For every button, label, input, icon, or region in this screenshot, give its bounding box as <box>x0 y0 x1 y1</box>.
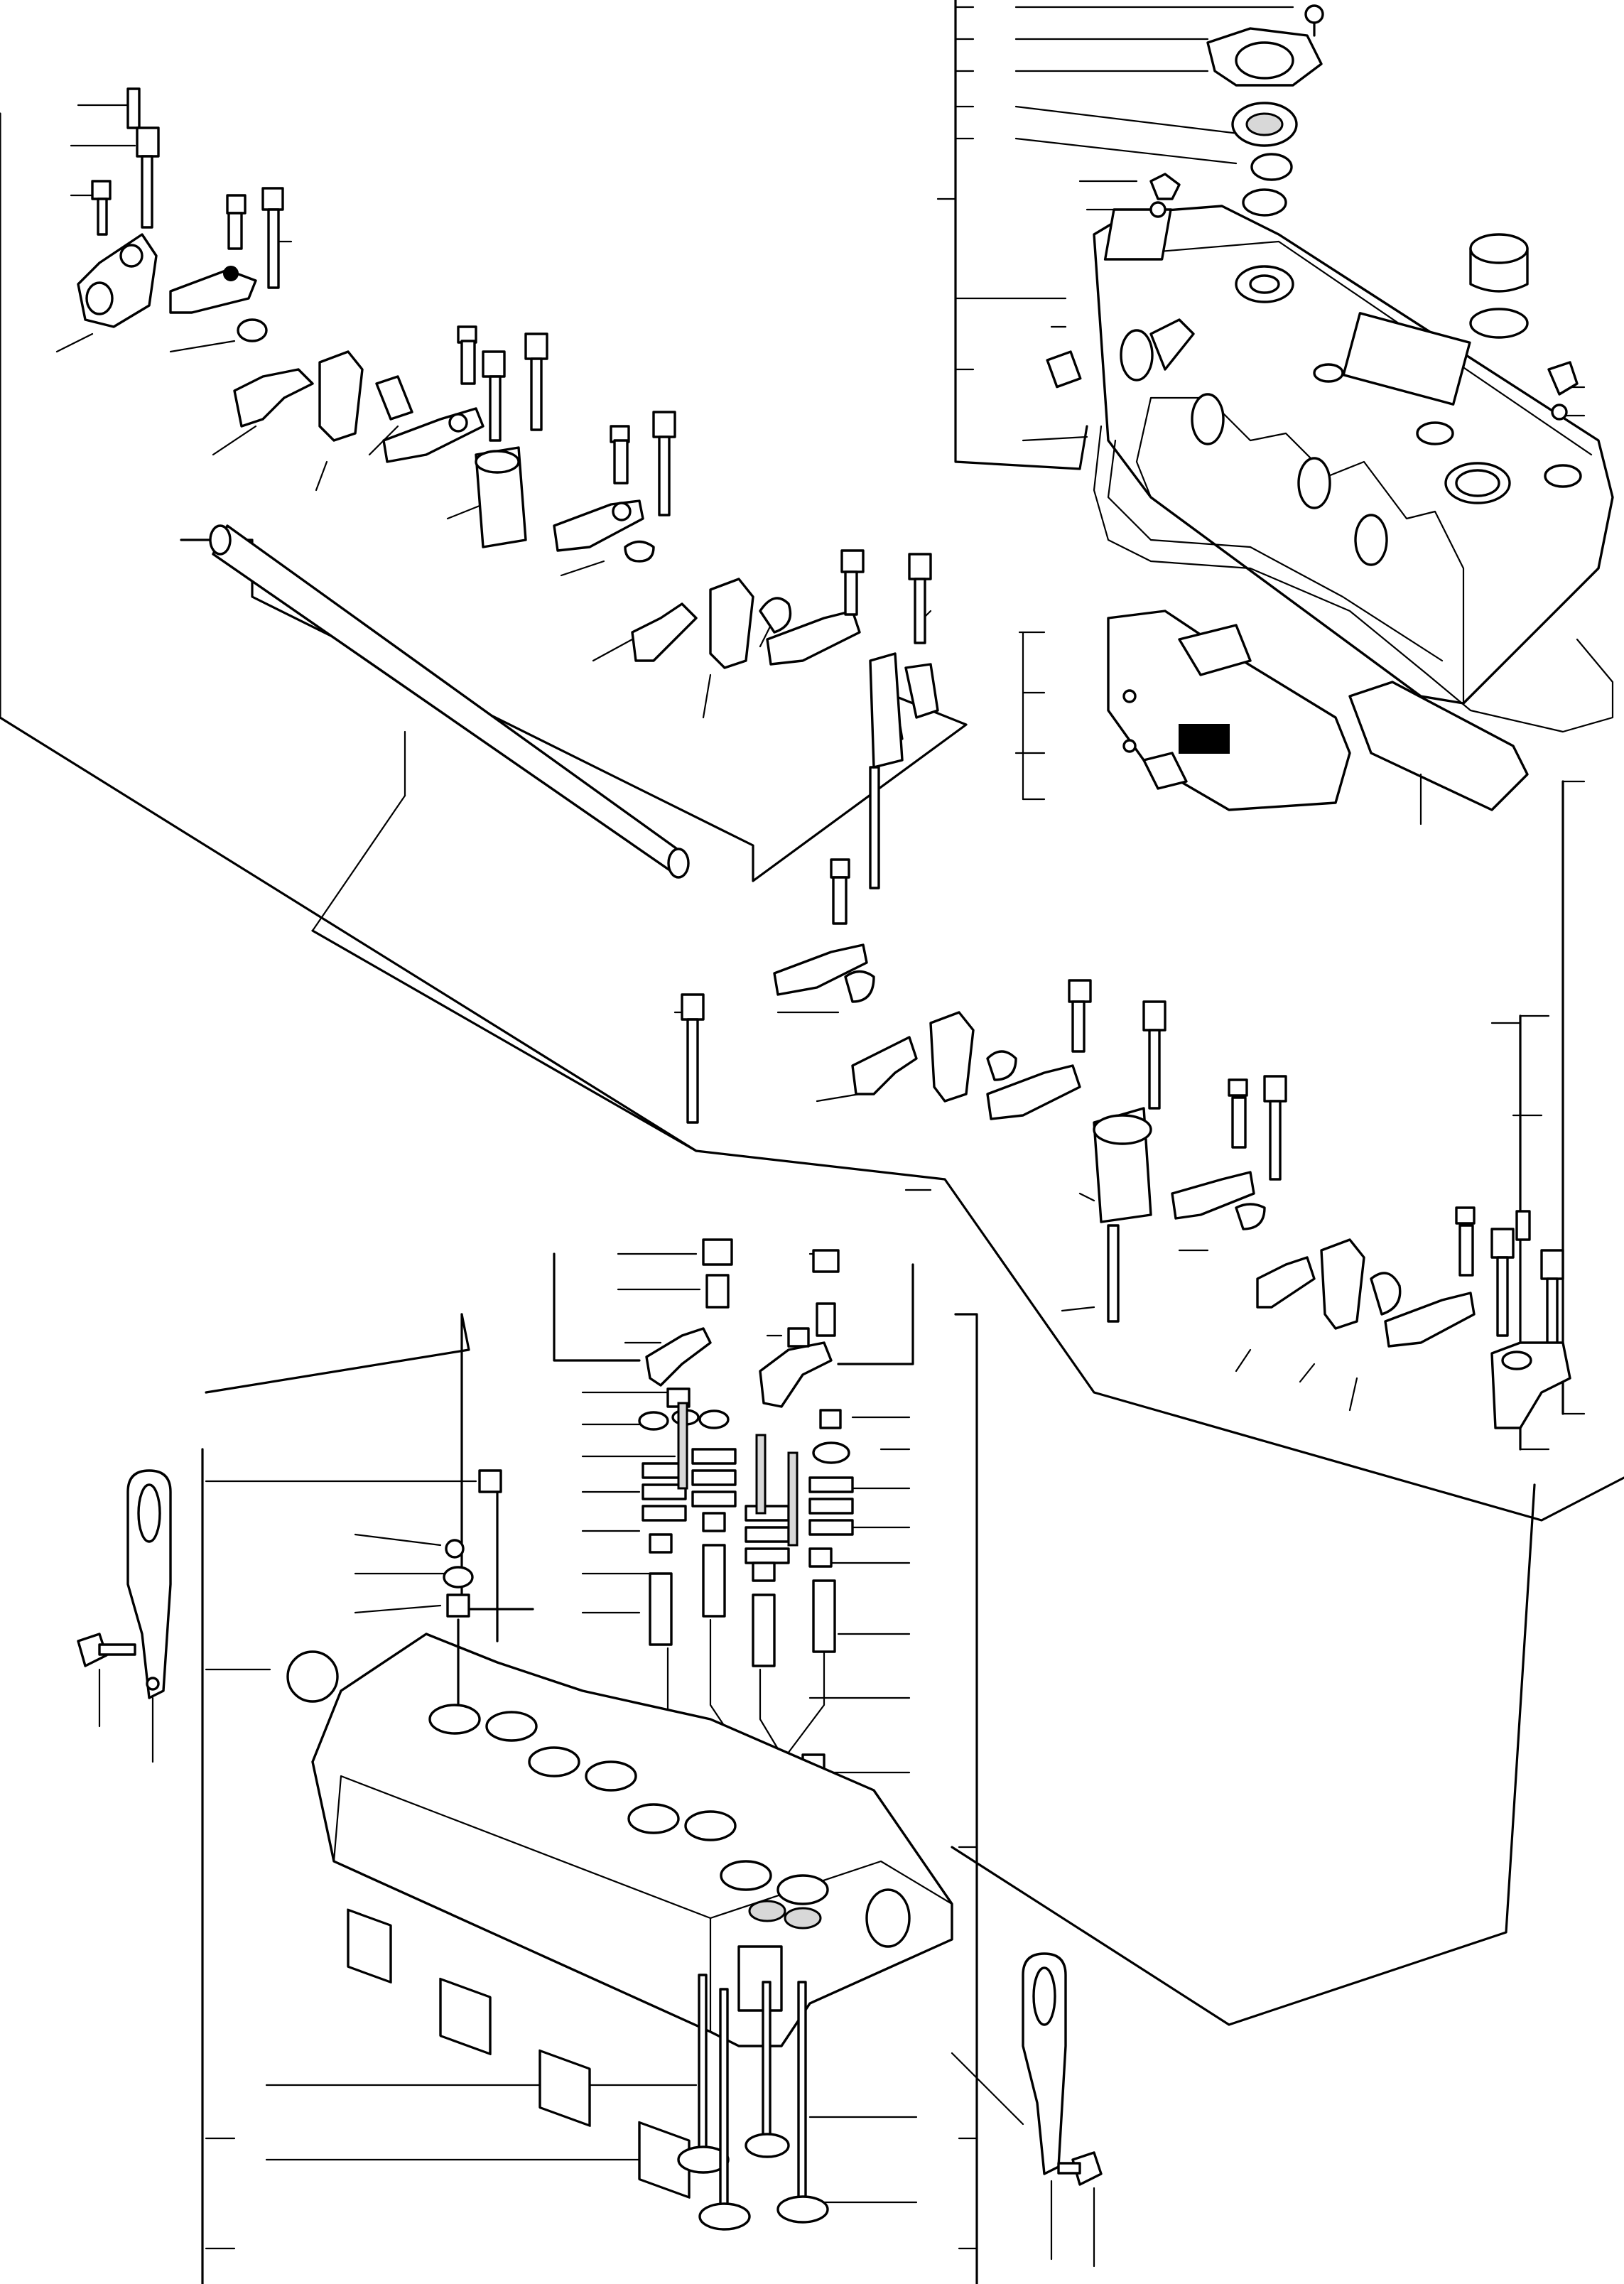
rocker-assembly-upper <box>77 87 939 889</box>
cap-assembly <box>1149 4 1324 218</box>
valve-ports <box>428 1704 911 1948</box>
connector-lines <box>1519 780 1586 1451</box>
valve-train <box>460 1238 914 1976</box>
valves <box>677 1974 829 2231</box>
gasket-set <box>1107 610 1529 826</box>
cylinder-head <box>286 1469 953 2199</box>
oil-filler-cap <box>1469 233 1579 421</box>
lifting-eyes <box>77 1469 1103 2268</box>
valve-springs <box>642 1402 854 1564</box>
rocker-assembly-lower <box>681 858 1571 1429</box>
rocker-shaft <box>180 524 968 932</box>
valve-cover <box>1046 205 1614 733</box>
